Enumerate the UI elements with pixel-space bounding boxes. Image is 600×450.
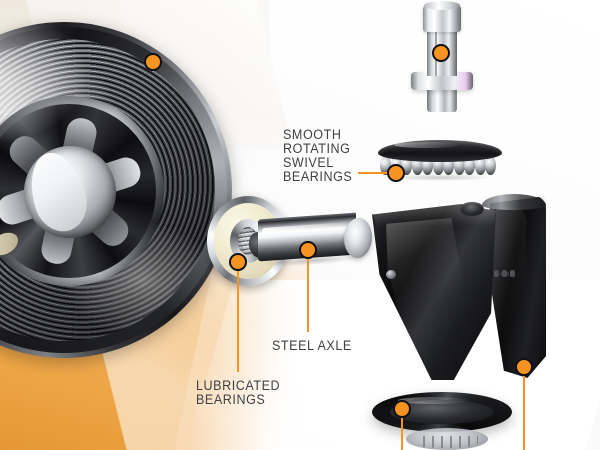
callout-dot-swivel-bearings[interactable] xyxy=(387,164,405,182)
swivel-kingpin-bolt xyxy=(405,1,477,112)
bolt-flange xyxy=(411,72,473,90)
bearing-ball xyxy=(411,155,423,175)
callout-dot-fork-housing[interactable] xyxy=(515,358,533,376)
fork-marking-text: 5 4 8F xyxy=(494,272,515,278)
callout-dot-swivel-bolt[interactable] xyxy=(432,44,450,62)
black-fork-housing: 5 4 8F xyxy=(372,194,550,382)
lead-line-fork-housing xyxy=(523,375,525,450)
plate-highlight xyxy=(398,397,468,404)
bearing-ball xyxy=(464,155,475,175)
bearing-ball xyxy=(380,155,391,175)
fork-axle-stud xyxy=(386,270,396,279)
fork-top-rim xyxy=(482,194,546,210)
grey-washer-fins xyxy=(416,436,478,448)
ball-ring-shadow xyxy=(388,174,492,181)
bearing-ball xyxy=(443,155,454,175)
label-smooth-rotating-swivel-bearings-line3: SWIVEL xyxy=(283,155,334,170)
ball-ring-highlight xyxy=(394,142,460,148)
bolt-head-top xyxy=(424,1,460,10)
callout-dot-wheel[interactable] xyxy=(144,53,162,71)
label-lubricated-bearings-line2: BEARINGS xyxy=(196,392,266,407)
black-oval-mounting-plate xyxy=(372,392,512,450)
ball-ring-race xyxy=(378,140,502,162)
bearing-ball xyxy=(453,155,465,175)
lead-line-steel-axle xyxy=(307,258,309,332)
label-smooth-rotating-swivel-bearings-line4: BEARINGS xyxy=(283,169,353,184)
bearing-ball xyxy=(432,155,444,175)
lead-line-swivel-bearings xyxy=(358,172,394,174)
chrome-wheel xyxy=(0,22,232,358)
lead-line-mounting-plate xyxy=(401,417,403,450)
callout-dot-mounting-plate[interactable] xyxy=(393,400,411,418)
bolt-tip xyxy=(427,88,457,112)
fork-marking-dots xyxy=(494,270,515,277)
bearing-ball xyxy=(485,155,496,175)
callout-dot-steel-axle[interactable] xyxy=(299,241,317,259)
lead-line-lubricated-bearings xyxy=(237,270,239,372)
label-smooth-rotating-swivel-bearings-line2: ROTATING xyxy=(283,141,351,156)
fork-right-gloss xyxy=(492,208,526,358)
bearing-ball xyxy=(422,155,433,175)
label-steel-axle: STEEL AXLE xyxy=(272,338,352,353)
callout-dot-lubricated-bearings[interactable] xyxy=(229,253,247,271)
bearing-ball xyxy=(474,155,486,175)
label-smooth-rotating-swivel-bearings-line1: SMOOTH xyxy=(283,127,342,142)
bearing-ball xyxy=(401,155,412,175)
fork-kingpin-hole xyxy=(460,202,484,216)
axle-end-cap xyxy=(344,217,372,259)
ball-bearing-ring xyxy=(378,140,502,181)
label-lubricated-bearings-line1: LUBRICATED xyxy=(196,378,281,393)
